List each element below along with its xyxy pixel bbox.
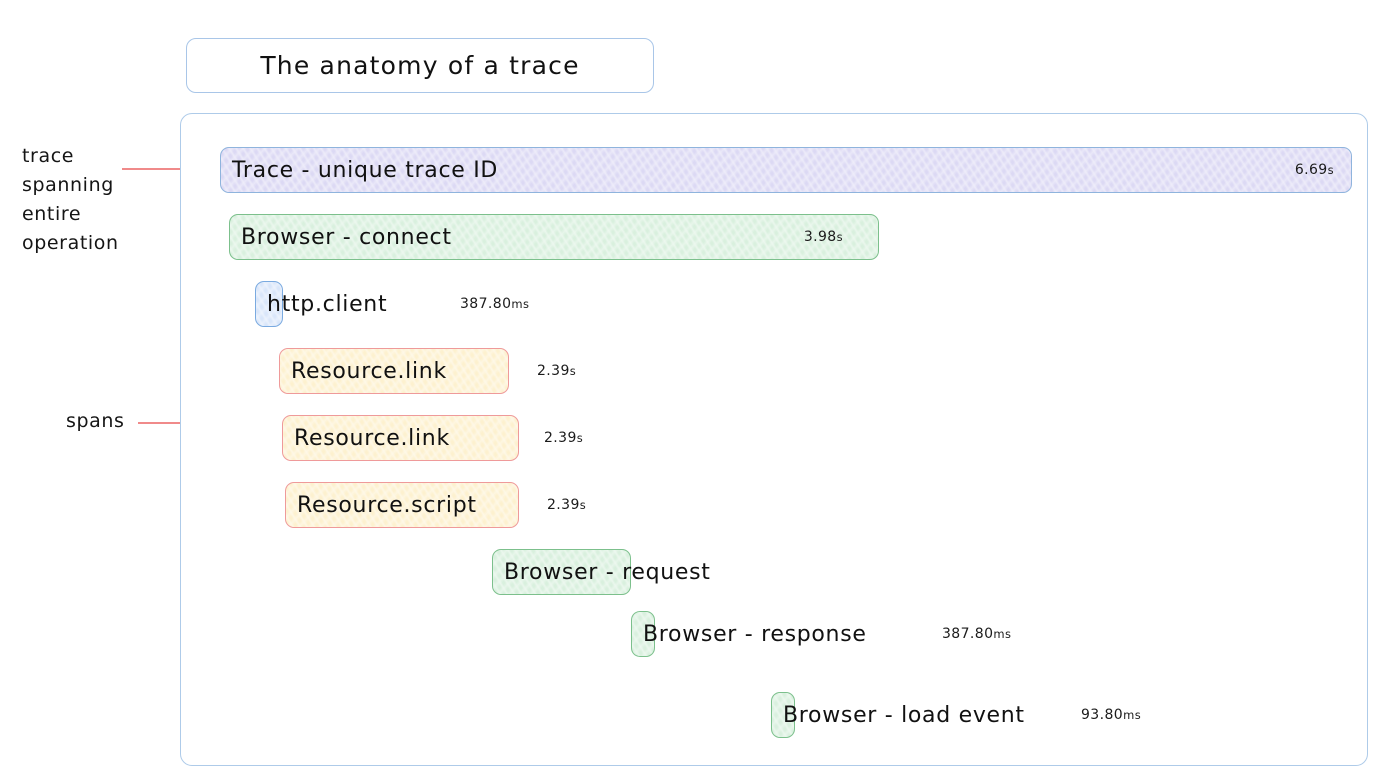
span-bar-browser-response[interactable] [631,611,655,657]
span-duration-value: 3.98 [803,229,837,245]
span-duration-unit: s [579,498,587,512]
span-label: Browser - connect [241,224,452,250]
span-duration-value: 2.39 [537,363,570,379]
span-bar-browser-request[interactable] [492,549,631,595]
span-bar-trace[interactable] [220,147,1352,193]
span-label: Resource.link [291,358,447,384]
span-duration-unit: s [1327,163,1334,177]
span-bar-browser-load-event[interactable] [771,692,795,738]
span-duration-value: 6.69 [1294,162,1328,178]
page-title: The anatomy of a trace [260,51,580,80]
span-bar-http-client[interactable] [255,281,283,327]
annotation-leader-line-spans [138,422,212,424]
span-bar-browser-connect[interactable] [229,214,879,260]
span-duration-unit: s [836,230,843,244]
span-label: http.client [267,291,388,317]
span-bar-resource-link[interactable] [282,415,519,461]
annotation-leader-line-trace [122,168,190,170]
span-label: Resource.link [294,425,450,451]
span-duration-value: 2.39 [547,497,580,513]
span-duration-unit: ms [1123,708,1142,722]
span-bar-resource-script[interactable] [285,482,519,528]
span-duration-unit: s [569,364,577,378]
span-label: Browser - load event [783,702,1025,728]
annotation-spans: spans [66,410,125,432]
span-duration-value: 93.80 [1081,707,1124,723]
span-label: Resource.script [297,492,477,518]
span-bar-resource-link[interactable] [279,348,509,394]
span-label: Browser - request [504,559,711,585]
span-duration-value: 387.80 [942,626,994,642]
span-duration-value: 2.39 [544,430,577,446]
span-duration-unit: ms [993,627,1012,641]
span-label: Browser - response [643,621,867,647]
span-duration-value: 387.80 [460,296,512,312]
span-label: Trace - unique trace ID [232,157,499,183]
span-duration-unit: ms [511,297,530,311]
annotation-trace-spanning-entire-operation: trace spanning entire operation [22,145,119,254]
span-row[interactable]: Browser - request [492,549,912,595]
span-duration-unit: s [576,431,584,445]
title-card: The anatomy of a trace [186,38,654,93]
